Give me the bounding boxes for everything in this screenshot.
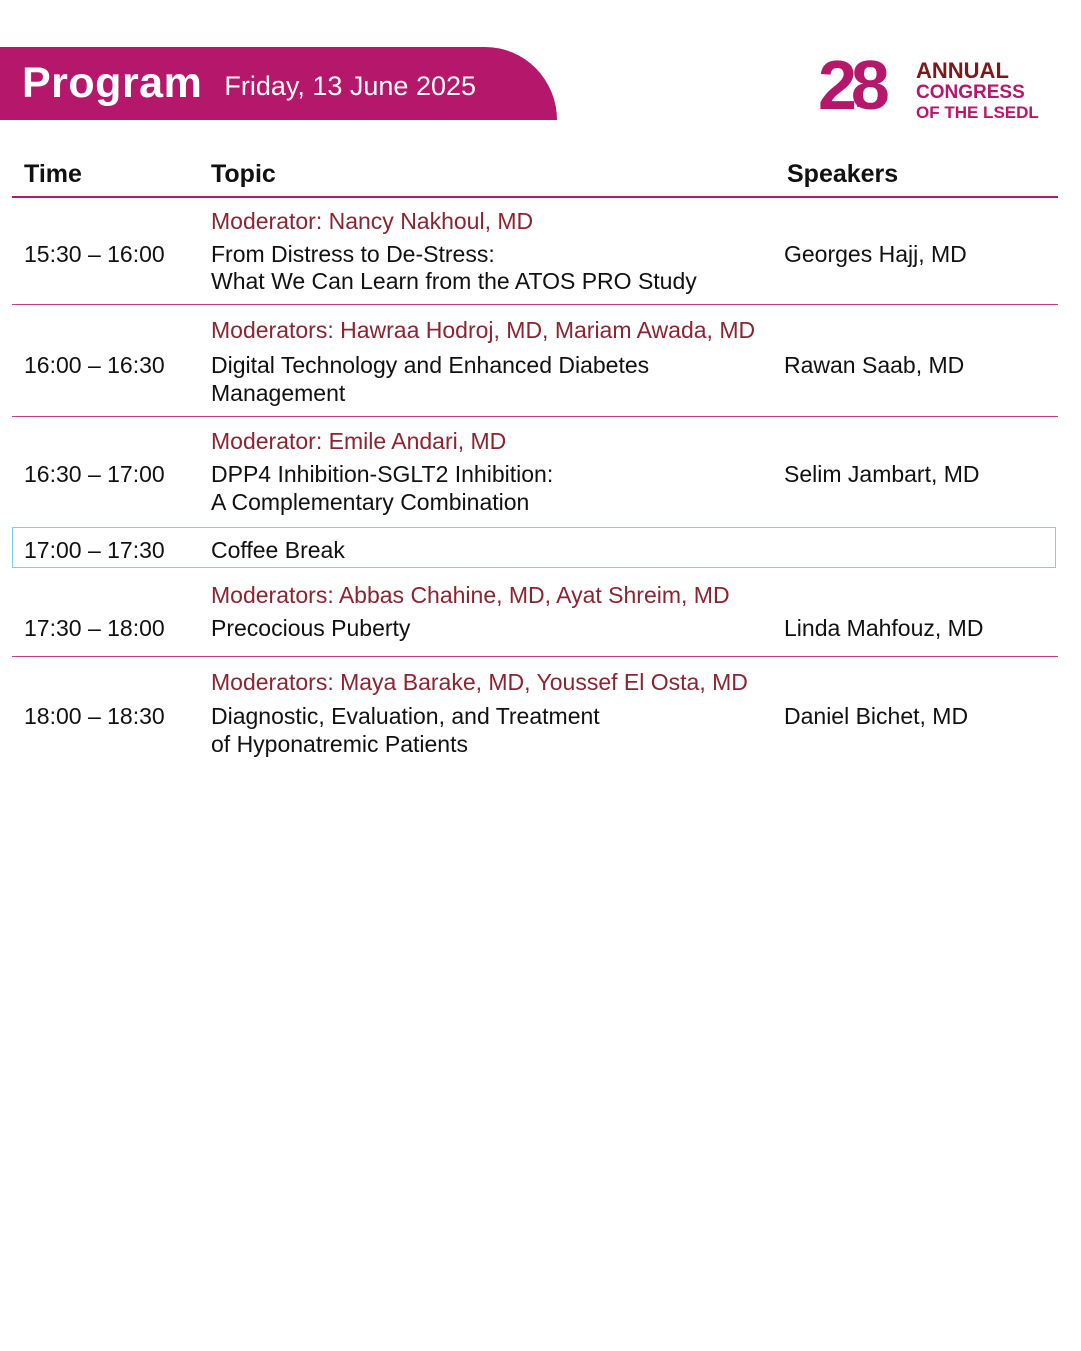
row-topic-line-1: From Distress to De-Stress: <box>211 241 495 267</box>
row-topic-line-1: Digital Technology and Enhanced Diabetes <box>211 352 650 378</box>
row-topic-line-2: A Complementary Combination <box>211 489 530 515</box>
row-time: 15:30 – 16:00 <box>24 241 165 267</box>
logo-line-1: ANNUAL <box>916 58 1009 83</box>
coffee-break-row <box>12 527 1056 568</box>
row-speaker: Selim Jambart, MD <box>784 461 980 487</box>
row-moderator: Moderators: Hawraa Hodroj, MD, Mariam Aw… <box>211 317 756 343</box>
column-header-topic: Topic <box>211 160 276 188</box>
row-time: 18:00 – 18:30 <box>24 703 165 729</box>
row-topic-line-1: Coffee Break <box>211 537 345 563</box>
column-header-time: Time <box>24 160 82 188</box>
row-divider <box>12 304 1058 305</box>
row-topic-line-2: of Hyponatremic Patients <box>211 731 468 757</box>
row-speaker: Daniel Bichet, MD <box>784 703 969 729</box>
row-moderator: Moderators: Maya Barake, MD, Youssef El … <box>211 669 748 695</box>
row-time: 17:00 – 17:30 <box>24 537 165 563</box>
program-date: Friday, 13 June 2025 <box>224 71 477 101</box>
row-time: 16:00 – 16:30 <box>24 352 165 378</box>
row-time: 16:30 – 17:00 <box>24 461 165 487</box>
row-moderator: Moderator: Emile Andari, MD <box>211 428 507 454</box>
row-time: 17:30 – 18:00 <box>24 615 165 641</box>
logo-text: ANNUAL CONGRESS OF THE LSEDL <box>916 58 1039 122</box>
logo-number: 28 <box>818 46 890 124</box>
column-header-speakers: Speakers <box>787 160 899 188</box>
row-topic-line-1: Diagnostic, Evaluation, and Treatment <box>211 703 600 729</box>
logo-suffix: th <box>856 98 866 110</box>
row-topic-line-1: Precocious Puberty <box>211 615 411 641</box>
row-speaker: Georges Hajj, MD <box>784 241 967 267</box>
row-topic-line-2: What We Can Learn from the ATOS PRO Stud… <box>211 268 697 294</box>
row-topic-line-1: DPP4 Inhibition-SGLT2 Inhibition: <box>211 461 554 487</box>
logo-line-3: OF THE LSEDL <box>916 103 1039 122</box>
page-title: Program <box>22 59 203 107</box>
row-divider <box>12 416 1058 417</box>
program-banner: Program Friday, 13 June 2025 <box>0 47 557 120</box>
logo-line-2: CONGRESS <box>916 82 1025 103</box>
row-speaker: Rawan Saab, MD <box>784 352 965 378</box>
row-divider <box>12 656 1058 657</box>
congress-logo: 28 th ANNUAL CONGRESS OF THE LSEDL <box>818 50 1058 128</box>
header-divider <box>12 196 1058 198</box>
row-moderator: Moderator: Nancy Nakhoul, MD <box>211 208 534 234</box>
row-moderator: Moderators: Abbas Chahine, MD, Ayat Shre… <box>211 582 730 608</box>
row-speaker: Linda Mahfouz, MD <box>784 615 984 641</box>
row-topic-line-2: Management <box>211 380 346 406</box>
